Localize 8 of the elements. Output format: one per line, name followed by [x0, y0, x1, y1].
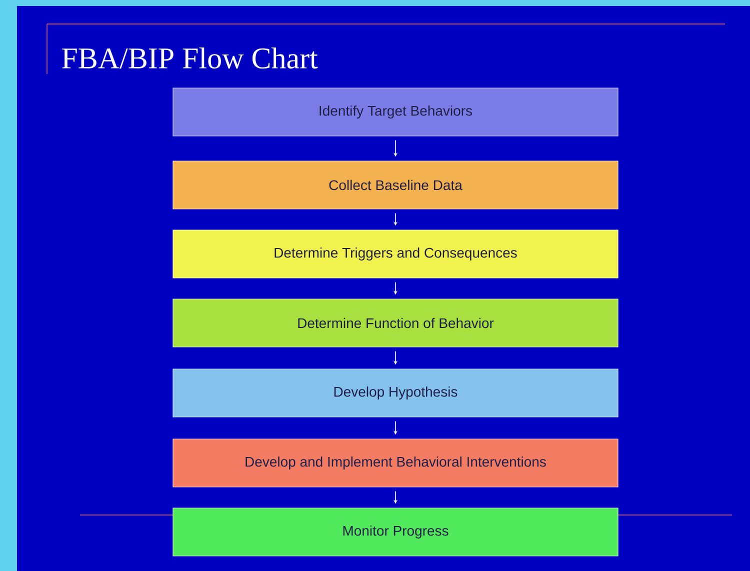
process-box: Develop and Implement Behavioral Interventions — [172, 438, 618, 488]
title: FBA/BIP Flow Chart — [62, 47, 318, 69]
process-box: Develop Hypothesis — [172, 368, 618, 418]
process-box: Collect Baseline Data — [172, 160, 618, 210]
process-box: Identify Target Behaviors — [172, 88, 618, 136]
process-box: Monitor Progress — [172, 508, 618, 556]
process-box: Determine Function of Behavior — [172, 298, 618, 348]
process-box: Determine Triggers and Consequences — [172, 230, 618, 278]
